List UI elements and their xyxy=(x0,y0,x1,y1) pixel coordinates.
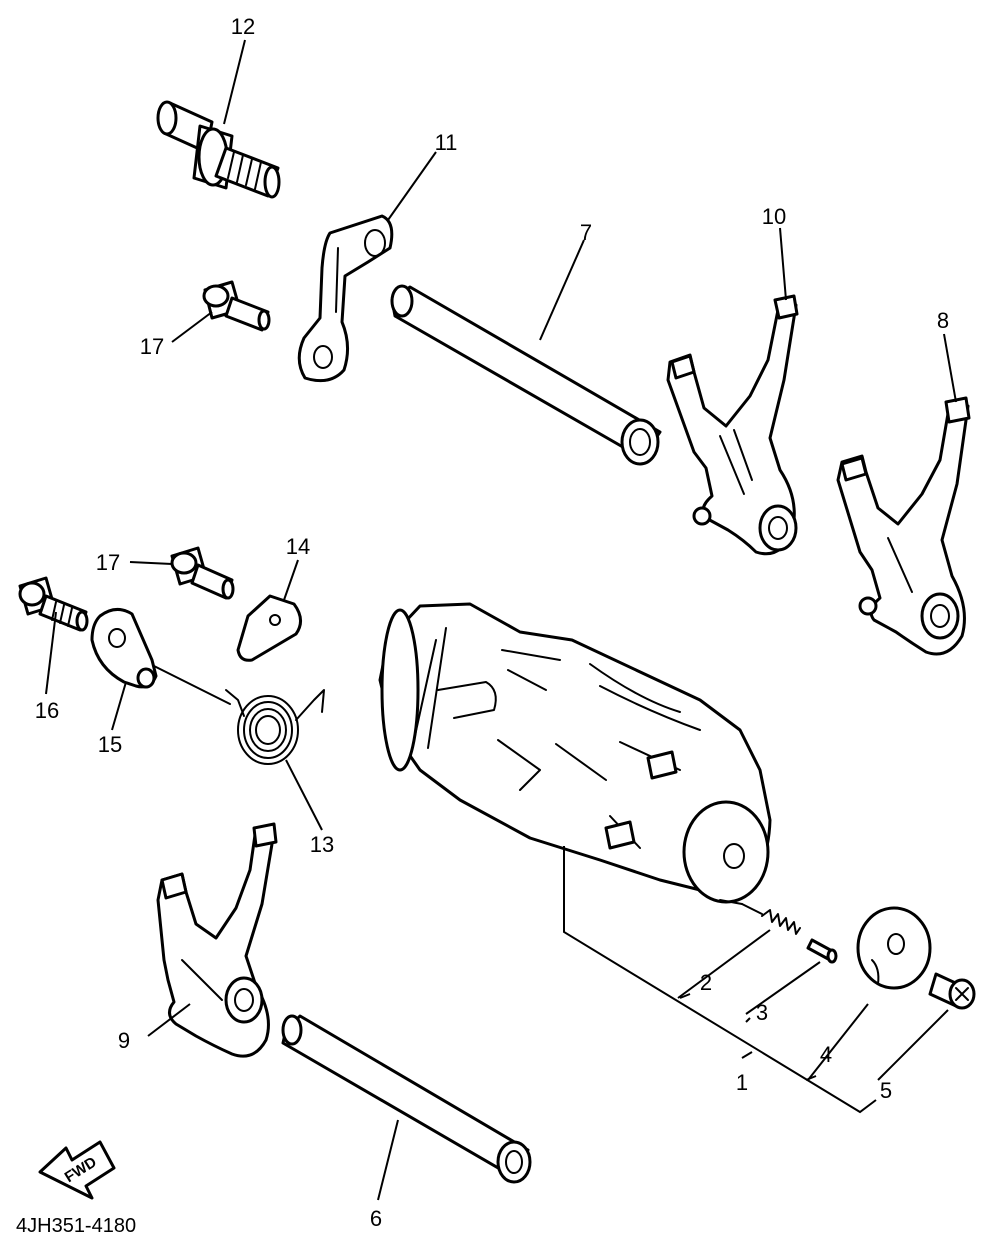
fwd-arrow-icon: FWD xyxy=(38,1140,116,1200)
callout-13: 13 xyxy=(310,832,334,857)
callout-labels: 12 11 7 10 8 17 17 14 16 15 13 9 2 3 4 1… xyxy=(35,14,949,1231)
part-9-shift-fork xyxy=(156,822,278,1058)
part-17-bolt-upper xyxy=(202,280,271,332)
part-1-shift-drum xyxy=(378,602,772,905)
part-7-guide-bar xyxy=(390,284,662,466)
leader-lines xyxy=(45,39,957,1201)
part-2-spring xyxy=(741,903,801,935)
part-12-stud-bolt xyxy=(156,100,281,199)
callout-4: 4 xyxy=(820,1042,832,1067)
callout-15: 15 xyxy=(98,732,122,757)
part-15-stopper-lever xyxy=(90,608,231,705)
part-6-guide-bar xyxy=(281,1014,532,1184)
callout-9: 9 xyxy=(118,1028,130,1053)
callout-2: 2 xyxy=(700,970,712,995)
callout-11: 11 xyxy=(435,130,458,155)
part-13-torsion-spring xyxy=(225,689,325,765)
part-16-bolt xyxy=(18,576,89,632)
part-10-shift-fork xyxy=(666,294,799,556)
callout-16: 16 xyxy=(35,698,59,723)
part-3-pin xyxy=(806,938,838,964)
callout-14: 14 xyxy=(286,534,310,559)
callout-6: 6 xyxy=(370,1206,382,1231)
part-4-washer-plate xyxy=(856,906,932,990)
callout-5: 5 xyxy=(880,1078,892,1103)
callout-3: 3 xyxy=(756,1000,768,1025)
callout-8: 8 xyxy=(937,308,949,333)
callout-1: 1 xyxy=(736,1070,748,1095)
part-14-stopper-plate xyxy=(236,594,302,662)
callout-17-upper: 17 xyxy=(140,334,164,359)
callout-17-middle: 17 xyxy=(96,550,120,575)
callout-10: 10 xyxy=(762,204,786,229)
part-8-shift-fork xyxy=(836,396,971,656)
part-5-screw xyxy=(928,972,976,1010)
part-11-lever-plate xyxy=(297,214,394,383)
callout-12: 12 xyxy=(231,14,255,39)
callout-7: 7 xyxy=(580,220,592,245)
part-17-bolt-middle xyxy=(170,546,235,600)
figure-code: 4JH351-4180 xyxy=(16,1215,136,1237)
